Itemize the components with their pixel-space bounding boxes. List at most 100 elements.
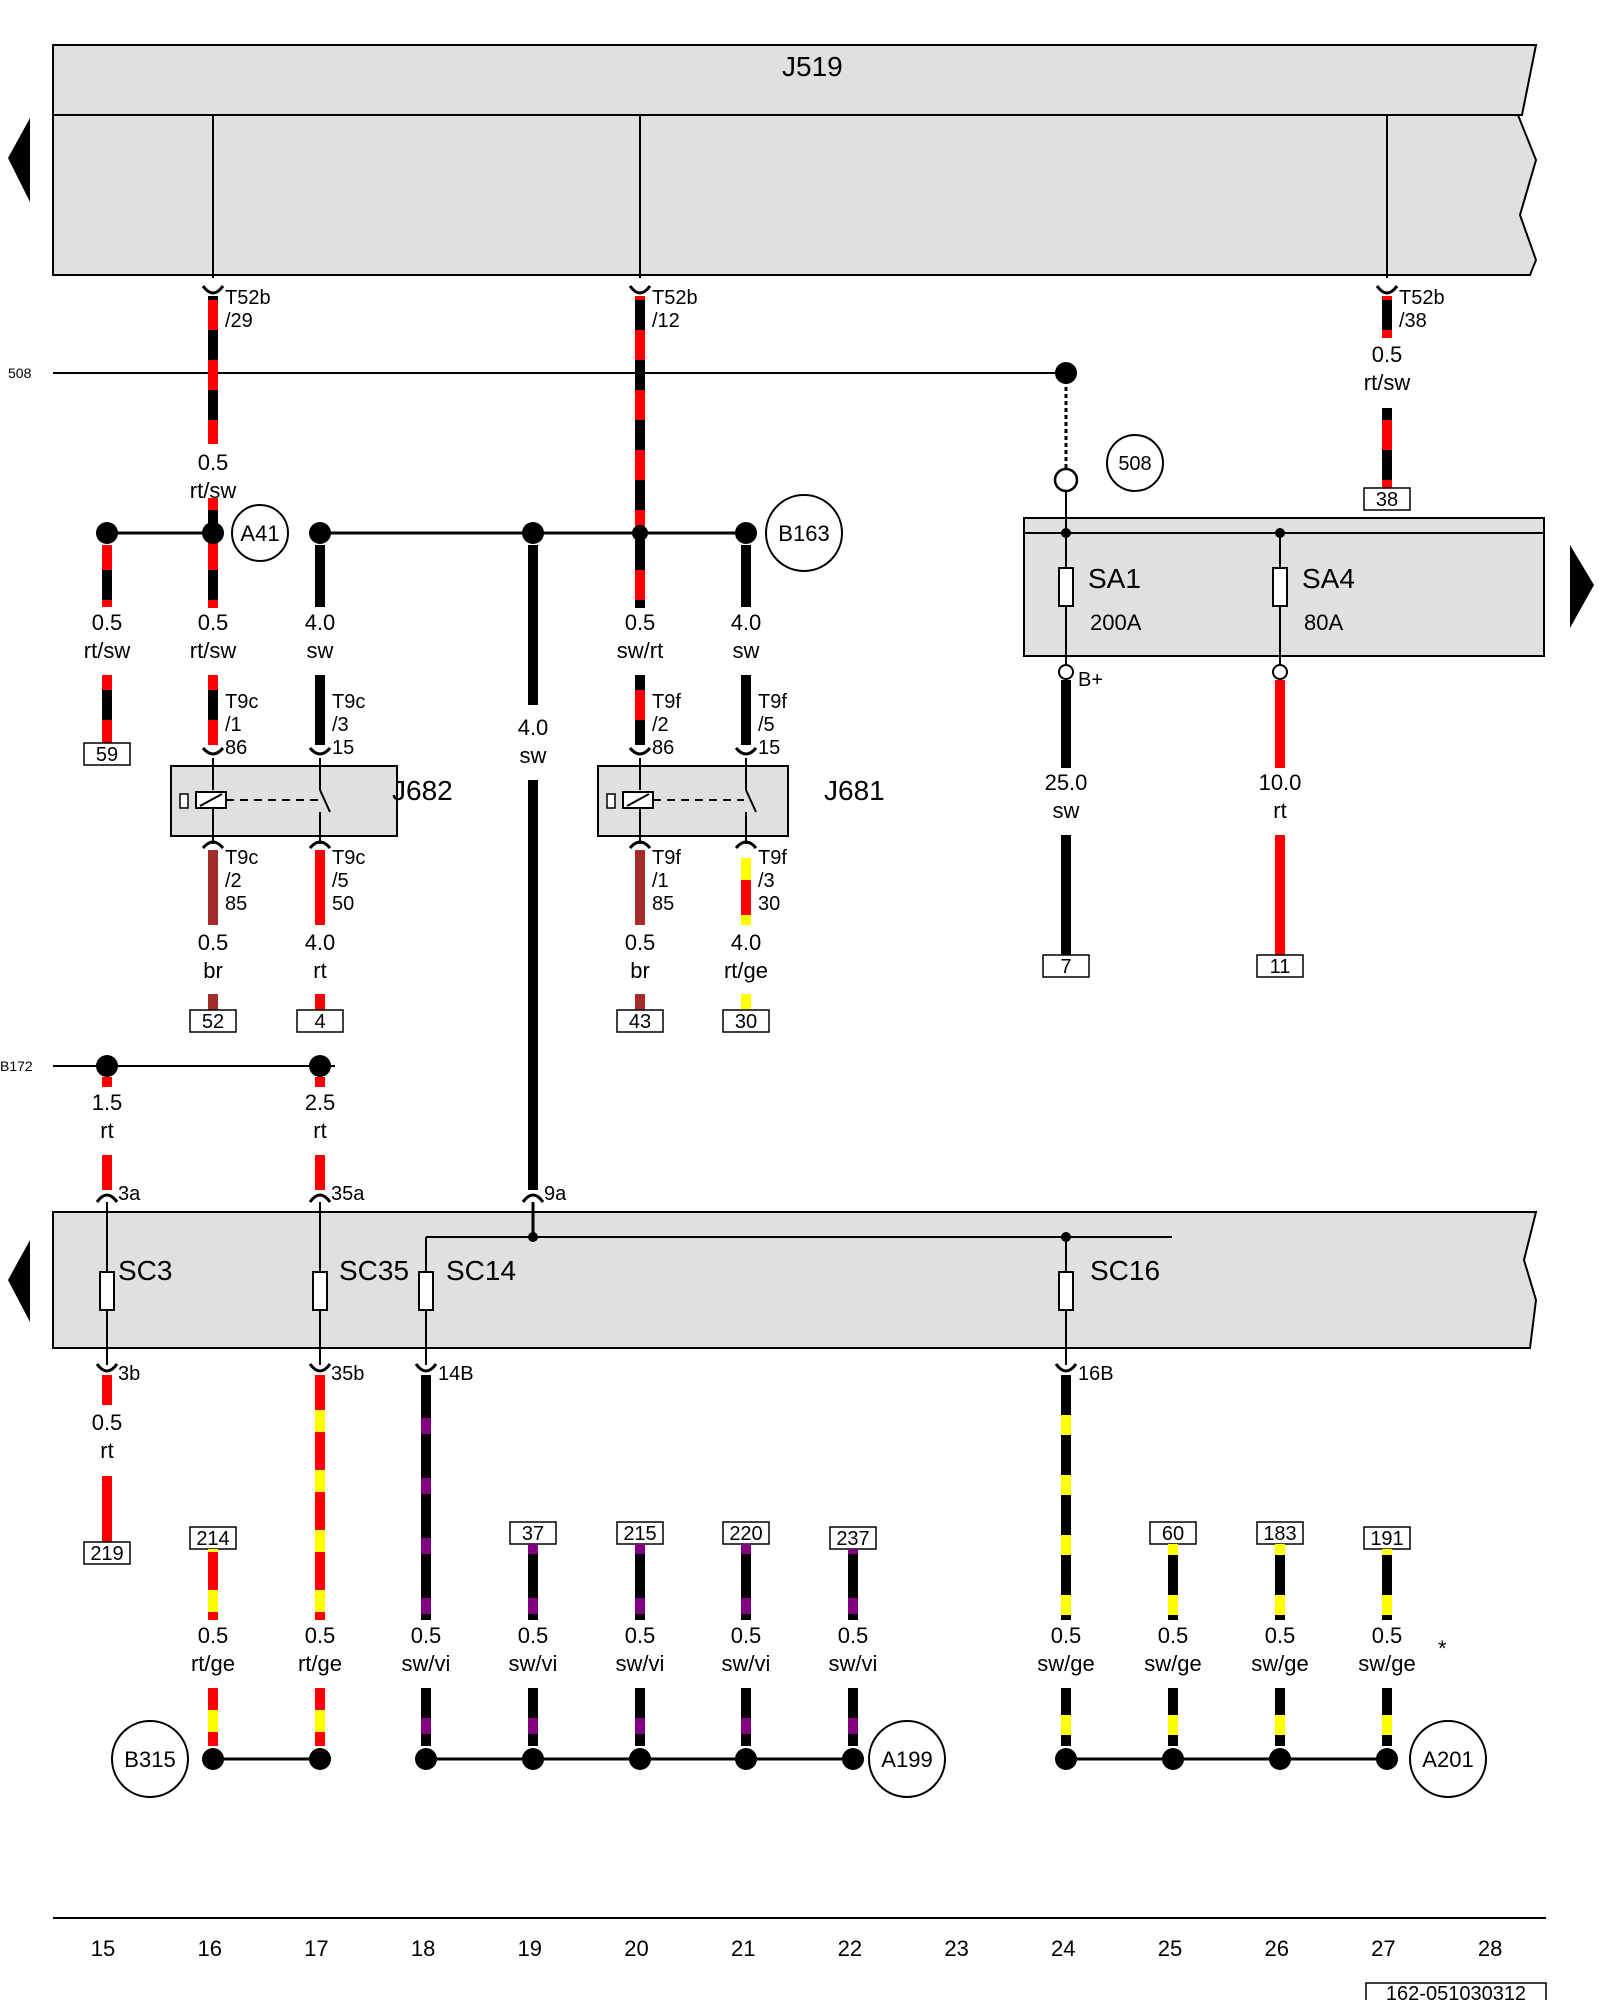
ref-number: 7 xyxy=(1060,956,1071,978)
wire-color: sw/vi xyxy=(616,1651,665,1676)
column-number: 20 xyxy=(624,1936,648,1961)
pin-label: 16B xyxy=(1078,1363,1114,1385)
wire-size: 0.5 xyxy=(198,1623,229,1648)
ref-number: 43 xyxy=(629,1011,651,1033)
wire-size: 4.0 xyxy=(731,930,762,955)
wire-size: 0.5 xyxy=(92,1410,123,1435)
wire-size: 4.0 xyxy=(305,930,336,955)
pin-label: 15 xyxy=(758,737,780,759)
ref-number: 38 xyxy=(1376,489,1398,511)
connector-t52b-38 xyxy=(1375,285,1399,295)
ref-number: 30 xyxy=(735,1011,757,1033)
column-number: 28 xyxy=(1478,1936,1502,1961)
left-arrow-top-icon xyxy=(8,118,30,202)
wire-size: 0.5 xyxy=(625,610,656,635)
fuse-sc14-group xyxy=(418,1271,434,1365)
pin-label: /3 xyxy=(332,714,349,736)
pin-label: 30 xyxy=(758,893,780,915)
wire-size: 0.5 xyxy=(1372,1623,1403,1648)
column-number: 15 xyxy=(91,1936,115,1961)
pin-label: 3b xyxy=(118,1363,140,1385)
wire-color: rt xyxy=(313,1118,326,1143)
wire-size: 0.5 xyxy=(305,1623,336,1648)
ref-number: 191 xyxy=(1370,1528,1403,1550)
circle-a201 xyxy=(1409,1720,1487,1798)
wire-color: rt xyxy=(100,1438,113,1463)
fuse-sc16-icon xyxy=(1058,1271,1074,1311)
pin-label: 86 xyxy=(652,737,674,759)
wire-color: sw xyxy=(1053,798,1080,823)
wire-size: 0.5 xyxy=(92,610,123,635)
fuse-sc35-group xyxy=(312,1202,328,1365)
fuse-label: SC35 xyxy=(339,1255,409,1286)
fuse-sc14-icon xyxy=(418,1271,434,1311)
wire-color: rt/sw xyxy=(190,638,237,663)
j519-label: J519 xyxy=(782,51,843,82)
line-508-label: 508 xyxy=(8,365,32,381)
ref-number: 214 xyxy=(196,1528,229,1550)
wire-color: br xyxy=(203,958,223,983)
ref-number: 183 xyxy=(1263,1523,1296,1545)
column-number: 27 xyxy=(1371,1936,1395,1961)
pin-label: /5 xyxy=(332,870,349,892)
pin-label: /5 xyxy=(758,714,775,736)
column-number: 26 xyxy=(1264,1936,1288,1961)
pin-label: T9f xyxy=(758,847,787,869)
circle-label: A201 xyxy=(1422,1747,1473,1772)
circle-b163 xyxy=(765,494,843,572)
wire-size: 4.0 xyxy=(731,610,762,635)
wire-size: 0.5 xyxy=(411,1623,442,1648)
asterisk: * xyxy=(1438,1636,1447,1661)
pin-label: /1 xyxy=(652,870,669,892)
pin-label: T9c xyxy=(225,847,258,869)
wire-size: 0.5 xyxy=(198,610,229,635)
j519-body xyxy=(52,114,1538,276)
pin-label: T9c xyxy=(332,847,365,869)
wire-color: sw/vi xyxy=(402,1651,451,1676)
wire-color: rt xyxy=(1273,798,1286,823)
pin-label: /1 xyxy=(225,714,242,736)
pin-label: /2 xyxy=(652,714,669,736)
circle-label: A41 xyxy=(240,521,279,546)
wire-t52b38 xyxy=(1382,296,1392,338)
pin-label: 3a xyxy=(118,1183,141,1205)
wire-color: sw/ge xyxy=(1037,1651,1094,1676)
wire-color: sw/vi xyxy=(509,1651,558,1676)
fuse-label: SC14 xyxy=(446,1255,516,1286)
pin-label: /2 xyxy=(225,870,242,892)
wire-size: 0.5 xyxy=(1265,1623,1296,1648)
ref-number: 219 xyxy=(90,1543,123,1565)
pin-label: T52b xyxy=(1399,287,1445,309)
wire-size: 0.5 xyxy=(1158,1623,1189,1648)
ref-number: 52 xyxy=(202,1011,224,1033)
wire-color: sw xyxy=(520,743,547,768)
footer-code: 162-051030312 xyxy=(1386,1983,1526,2000)
wire-color: sw/ge xyxy=(1358,1651,1415,1676)
column-number: 24 xyxy=(1051,1936,1075,1961)
circle-b315 xyxy=(111,1720,189,1798)
pin-label: 85 xyxy=(652,893,674,915)
ref-number: 215 xyxy=(623,1523,656,1545)
footer-code-box xyxy=(1365,1982,1547,2000)
wire-color: rt/ge xyxy=(298,1651,342,1676)
fuse-sc35-icon xyxy=(312,1271,328,1311)
wire-size: 0.5 xyxy=(625,1623,656,1648)
wire-size: 4.0 xyxy=(518,715,549,740)
wire-color: br xyxy=(630,958,650,983)
wire-color: sw/vi xyxy=(722,1651,771,1676)
circle-508 xyxy=(1106,434,1164,492)
wire-color: rt/ge xyxy=(724,958,768,983)
ref-number: 237 xyxy=(836,1528,869,1550)
wire-color: rt/sw xyxy=(1364,370,1411,395)
ref-number: 220 xyxy=(729,1523,762,1545)
pin-label: 15 xyxy=(332,737,354,759)
fuse-sa1-icon xyxy=(1058,567,1074,607)
connector-t52b-29 xyxy=(201,285,225,295)
fuse-sa4-icon xyxy=(1272,567,1288,607)
pin-label: 35a xyxy=(331,1183,365,1205)
wire-size: 0.5 xyxy=(198,930,229,955)
fuse-label: SA1 xyxy=(1088,563,1141,594)
column-number: 16 xyxy=(197,1936,221,1961)
pin-label: 85 xyxy=(225,893,247,915)
